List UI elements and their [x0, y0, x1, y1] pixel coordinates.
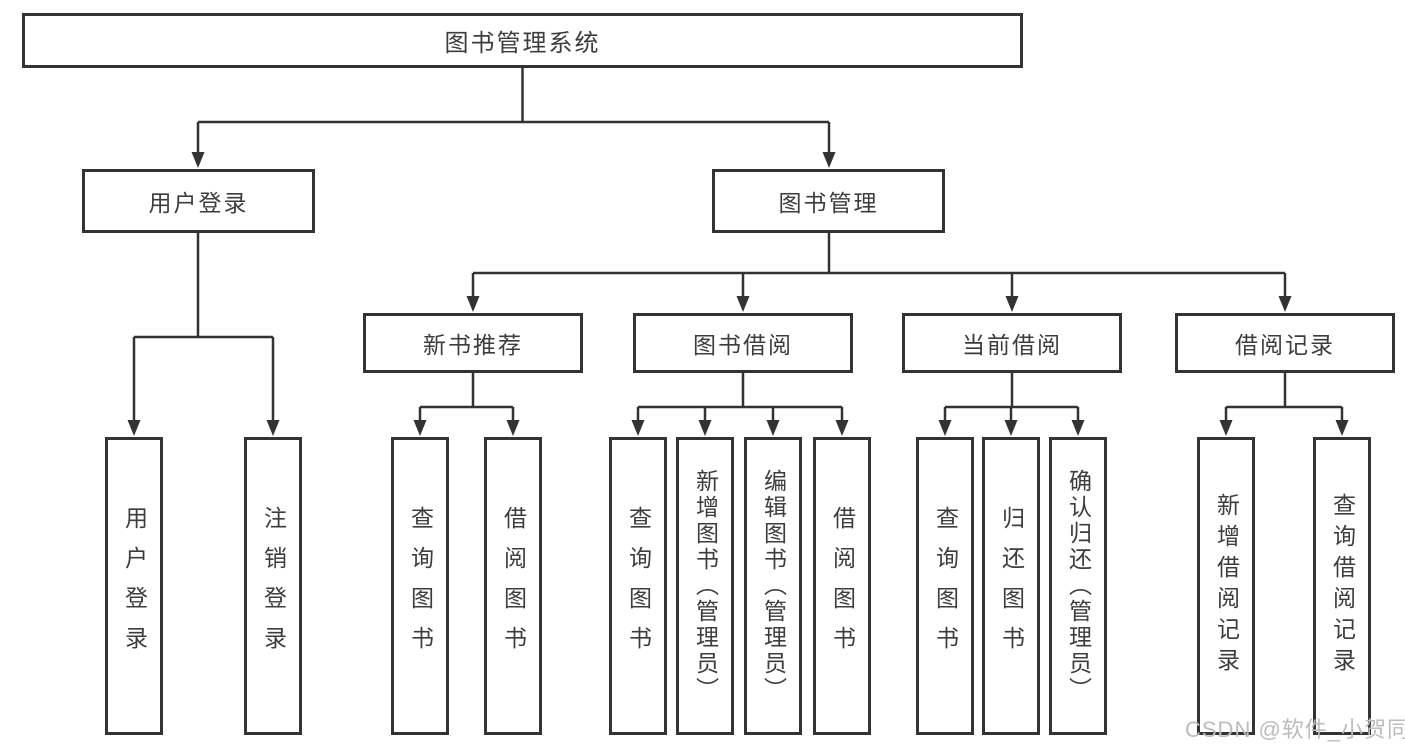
node-edit-books-admin-label: 编辑图书（管理员） — [760, 469, 787, 703]
connector-strokes — [132, 68, 1344, 421]
node-edit-books-admin: 编辑图书（管理员） — [744, 437, 802, 735]
node-logout-label: 注销登录 — [260, 506, 287, 666]
node-query-books-3-label: 查询图书 — [932, 506, 959, 666]
node-return-books: 归还图书 — [982, 437, 1040, 735]
node-book-borrowing-label: 图书借阅 — [693, 332, 793, 358]
node-current-borrowing-label: 当前借阅 — [962, 332, 1062, 358]
node-logout: 注销登录 — [244, 437, 302, 735]
node-query-books-2: 查询图书 — [609, 437, 667, 735]
node-library-system-label: 图书管理系统 — [444, 30, 601, 57]
node-user-login-leaf-label: 用户登录 — [121, 506, 148, 666]
arrowheads — [127, 152, 1349, 436]
node-query-books-3: 查询图书 — [916, 437, 974, 735]
node-query-books-2-label: 查询图书 — [625, 506, 652, 666]
node-add-books-admin: 新增图书（管理员） — [676, 437, 734, 735]
node-user-login-leaf: 用户登录 — [105, 437, 163, 735]
node-book-borrowing: 图书借阅 — [633, 313, 853, 373]
node-borrow-books-1: 借阅图书 — [484, 437, 542, 735]
node-query-books-1: 查询图书 — [391, 437, 449, 735]
node-borrow-books-2: 借阅图书 — [813, 437, 871, 735]
node-current-borrowing: 当前借阅 — [902, 313, 1122, 373]
node-return-books-label: 归还图书 — [998, 506, 1025, 666]
node-confirm-return-admin-label: 确认归还（管理员） — [1065, 469, 1092, 703]
node-add-borrow-record: 新增借阅记录 — [1197, 437, 1255, 735]
node-library-system: 图书管理系统 — [22, 13, 1023, 68]
node-borrow-records: 借阅记录 — [1175, 313, 1395, 373]
node-add-borrow-record-label: 新增借阅记录 — [1213, 493, 1240, 679]
node-user-login-branch: 用户登录 — [82, 169, 315, 233]
node-query-borrow-record-label: 查询借阅记录 — [1329, 493, 1356, 679]
node-new-book-recommend-label: 新书推荐 — [423, 332, 523, 358]
node-query-books-1-label: 查询图书 — [407, 506, 434, 666]
csdn-watermark: CSDN @软件_小贺同学 — [1185, 717, 1405, 742]
node-book-management-label: 图书管理 — [778, 190, 879, 216]
node-add-books-admin-label: 新增图书（管理员） — [692, 469, 719, 703]
node-user-login-branch-label: 用户登录 — [148, 190, 249, 216]
node-query-borrow-record: 查询借阅记录 — [1313, 437, 1371, 735]
node-borrow-records-label: 借阅记录 — [1235, 332, 1335, 358]
node-borrow-books-1-label: 借阅图书 — [500, 506, 527, 666]
node-book-management: 图书管理 — [712, 169, 945, 233]
node-confirm-return-admin: 确认归还（管理员） — [1049, 437, 1107, 735]
node-borrow-books-2-label: 借阅图书 — [829, 506, 856, 666]
node-new-book-recommend: 新书推荐 — [363, 313, 583, 373]
